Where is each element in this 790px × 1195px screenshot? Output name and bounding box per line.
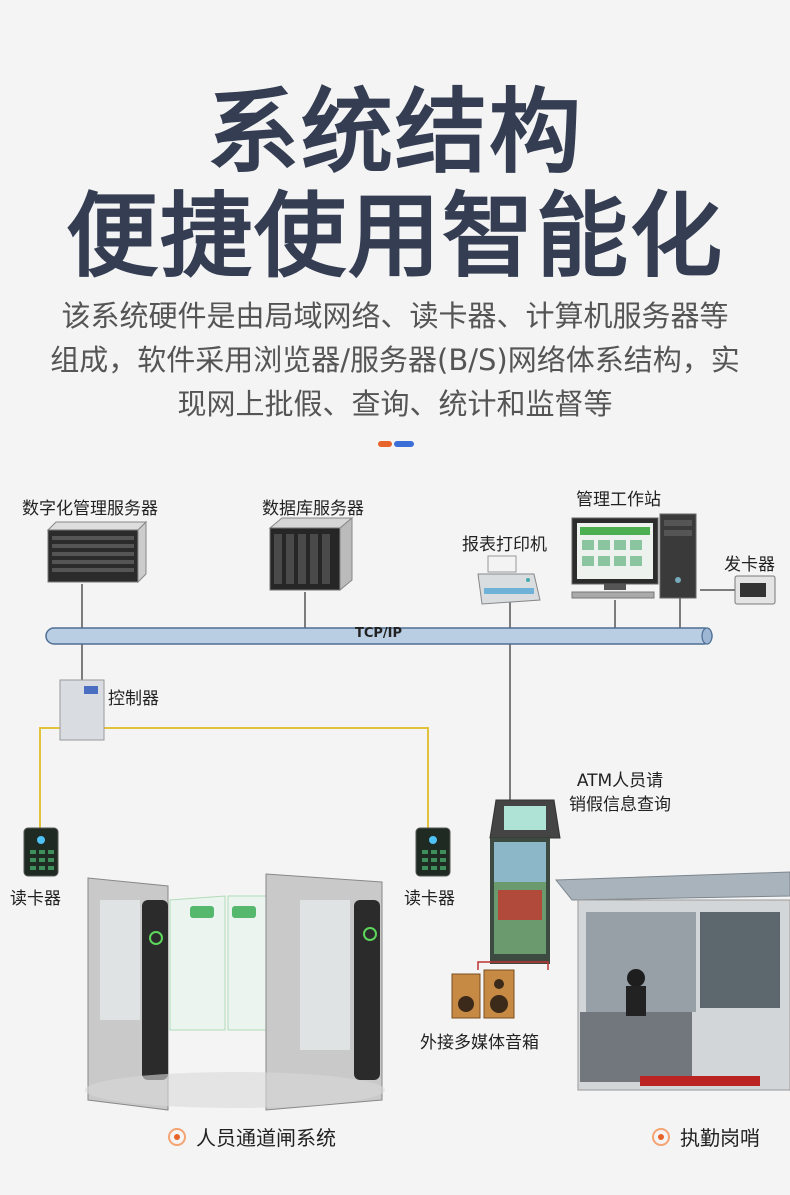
atm-kiosk-icon — [489, 799, 561, 964]
card-reader-left-icon — [23, 827, 59, 877]
label-atm-line-2: 销假信息查询 — [569, 795, 671, 815]
label-atm-line-1: ATM人员请 — [576, 771, 664, 791]
label-printer: 报表打印机 — [462, 535, 547, 555]
caption-gate-system: 人员通道闸系统 — [168, 1122, 336, 1151]
divider-dot-blue — [394, 441, 414, 447]
title-line-2: 便捷使用智能化 — [65, 183, 724, 290]
card-issuer-icon — [734, 575, 776, 605]
workstation-monitor-icon — [571, 517, 659, 599]
label-card-issuer: 发卡器 — [724, 555, 775, 575]
intro-line-2: 组成，软件采用浏览器/服务器(B/S)网络体系结构，实 — [50, 343, 740, 377]
label-reader-right: 读卡器 — [404, 889, 455, 909]
speaker-icon — [451, 961, 549, 1019]
network-links — [81, 584, 735, 800]
label-tcp-ip: TCP/IP — [355, 626, 403, 641]
workstation-tower-icon — [659, 513, 697, 599]
caption-bullet-icon — [652, 1127, 670, 1146]
digital-server-icon — [46, 520, 148, 584]
label-digital-server: 数字化管理服务器 — [22, 499, 158, 519]
tcp-ip-bus — [45, 627, 713, 645]
bus-end-cap — [701, 627, 713, 645]
caption-bullet-icon — [168, 1127, 186, 1146]
card-reader-right-icon — [415, 827, 451, 877]
intro-line-3: 现网上批假、查询、统计和监督等 — [177, 387, 613, 421]
caption-gate-text: 人员通道闸系统 — [196, 1126, 336, 1150]
title-line-1: 系统结构 — [206, 79, 583, 186]
divider-dot-orange — [378, 441, 392, 447]
label-workstation: 管理工作站 — [576, 490, 661, 510]
guard-post-icon — [554, 871, 790, 1091]
wire-reader-left — [39, 727, 60, 830]
system-diagram — [23, 513, 790, 1111]
controller-icon — [59, 679, 105, 741]
label-speaker: 外接多媒体音箱 — [420, 1033, 539, 1053]
label-reader-left: 读卡器 — [10, 889, 61, 909]
caption-guard-post: 执勤岗哨 — [652, 1122, 760, 1151]
intro-line-1: 该系统硬件是由局域网络、读卡器、计算机服务器等 — [61, 299, 729, 333]
label-controller: 控制器 — [108, 689, 159, 709]
caption-post-text: 执勤岗哨 — [680, 1126, 760, 1150]
turnstile-gate-icon — [85, 873, 385, 1111]
intro-paragraph: 该系统硬件是由局域网络、读卡器、计算机服务器等 组成，软件采用浏览器/服务器(B… — [30, 294, 760, 426]
reader-wiring — [39, 727, 429, 830]
wire-reader-right — [104, 727, 429, 830]
db-server-icon — [268, 516, 354, 592]
label-db-server: 数据库服务器 — [262, 499, 364, 519]
printer-icon — [477, 555, 541, 605]
